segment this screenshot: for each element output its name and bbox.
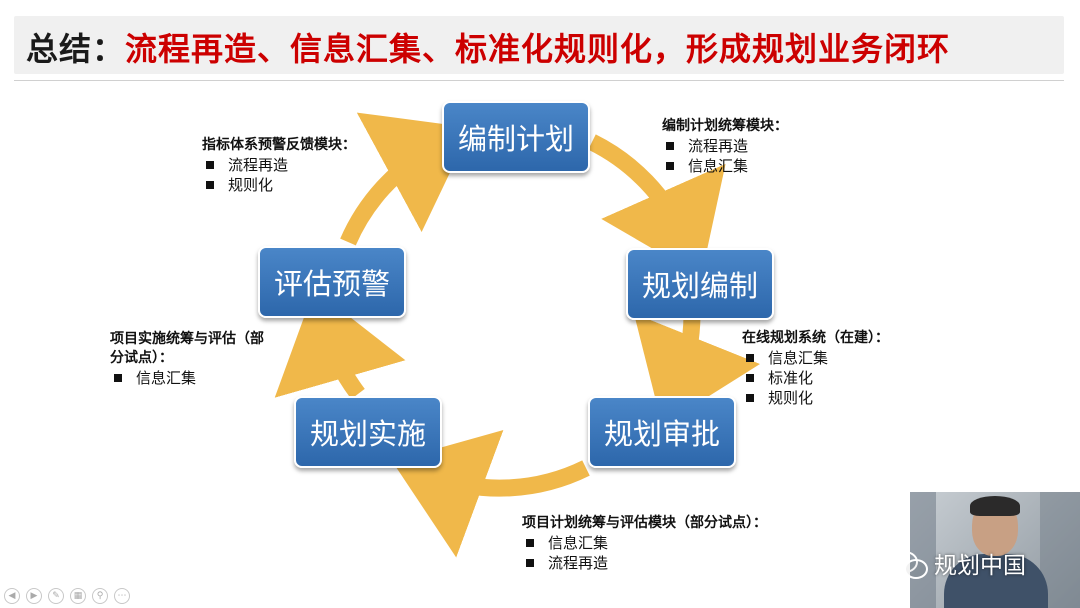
bullet-icon bbox=[746, 354, 754, 362]
list-item: 信息汇集 bbox=[110, 368, 264, 388]
note-title: 项目计划统筹与评估模块（部分试点）： bbox=[522, 515, 767, 531]
note-title: 在线规划系统（在建）： bbox=[742, 330, 889, 346]
list-item: 信息汇集 bbox=[662, 156, 788, 176]
bullet-icon bbox=[746, 374, 754, 382]
bullet-icon bbox=[114, 374, 122, 382]
presenter-hair bbox=[970, 496, 1020, 516]
presenter-body bbox=[944, 554, 1048, 608]
wechat-icon bbox=[892, 549, 928, 579]
bullet-icon bbox=[206, 181, 214, 189]
bullet-icon bbox=[666, 142, 674, 150]
list-item: 流程再造 bbox=[522, 553, 767, 573]
previous-slide-icon[interactable]: ◀ bbox=[4, 588, 20, 604]
bullet-icon bbox=[526, 559, 534, 567]
list-item: 规则化 bbox=[742, 388, 889, 408]
watermark: 规划中国 bbox=[892, 546, 1026, 580]
more-options-icon[interactable]: ⋯ bbox=[114, 588, 130, 604]
list-item: 规则化 bbox=[202, 175, 356, 195]
next-slide-icon[interactable]: ▶ bbox=[26, 588, 42, 604]
slides-grid-icon[interactable]: ▦ bbox=[70, 588, 86, 604]
zoom-icon[interactable]: ⚲ bbox=[92, 588, 108, 604]
slide-toolbar: ◀ ▶ ✎ ▦ ⚲ ⋯ bbox=[4, 588, 130, 604]
bullet-icon bbox=[206, 161, 214, 169]
note-title: 编制计划统筹模块： bbox=[662, 118, 788, 134]
node-plan-implementation: 规划实施 bbox=[294, 396, 442, 468]
title-divider bbox=[14, 80, 1064, 81]
title-bar: 总结：流程再造、信息汇集、标准化规则化，形成规划业务闭环 bbox=[14, 16, 1064, 74]
node-plan-making: 规划编制 bbox=[626, 248, 774, 320]
node-plan-approval: 规划审批 bbox=[588, 396, 736, 468]
bullet-icon bbox=[746, 394, 754, 402]
arrow-plan-to-making bbox=[588, 134, 726, 277]
bullet-icon bbox=[666, 162, 674, 170]
pen-icon[interactable]: ✎ bbox=[48, 588, 64, 604]
note-title: 项目实施统筹与评估（部 bbox=[110, 331, 264, 347]
note-left: 项目实施统筹与评估（部 分试点）： 信息汇集 bbox=[110, 330, 264, 388]
webcam-overlay bbox=[910, 492, 1080, 608]
arrow-implementation-to-evaluation bbox=[274, 289, 406, 400]
arrow-evaluation-to-plan bbox=[340, 112, 472, 246]
list-item: 信息汇集 bbox=[522, 533, 767, 553]
note-bottom: 项目计划统筹与评估模块（部分试点）： 信息汇集 流程再造 bbox=[522, 514, 767, 573]
note-top-left: 指标体系预警反馈模块： 流程再造 规则化 bbox=[202, 136, 356, 195]
note-top-right: 编制计划统筹模块： 流程再造 信息汇集 bbox=[662, 117, 788, 176]
node-evaluation-warning: 评估预警 bbox=[258, 246, 406, 318]
list-item: 流程再造 bbox=[662, 136, 788, 156]
bullet-icon bbox=[526, 539, 534, 547]
watermark-text: 规划中国 bbox=[934, 553, 1026, 579]
list-item: 流程再造 bbox=[202, 155, 356, 175]
list-item: 信息汇集 bbox=[742, 348, 889, 368]
title-prefix: 总结： bbox=[26, 30, 126, 68]
arrow-making-to-approval bbox=[633, 313, 761, 426]
note-right: 在线规划系统（在建）： 信息汇集 标准化 规则化 bbox=[742, 329, 889, 408]
slide-title: 总结：流程再造、信息汇集、标准化规则化，形成规划业务闭环 bbox=[26, 24, 950, 70]
node-plan-compile: 编制计划 bbox=[442, 101, 590, 173]
arrow-approval-to-implementation bbox=[392, 429, 590, 558]
note-title: 指标体系预警反馈模块： bbox=[202, 137, 356, 153]
title-main: 流程再造、信息汇集、标准化规则化，形成规划业务闭环 bbox=[125, 30, 951, 68]
list-item: 标准化 bbox=[742, 368, 889, 388]
note-title-continued: 分试点）： bbox=[110, 350, 173, 366]
